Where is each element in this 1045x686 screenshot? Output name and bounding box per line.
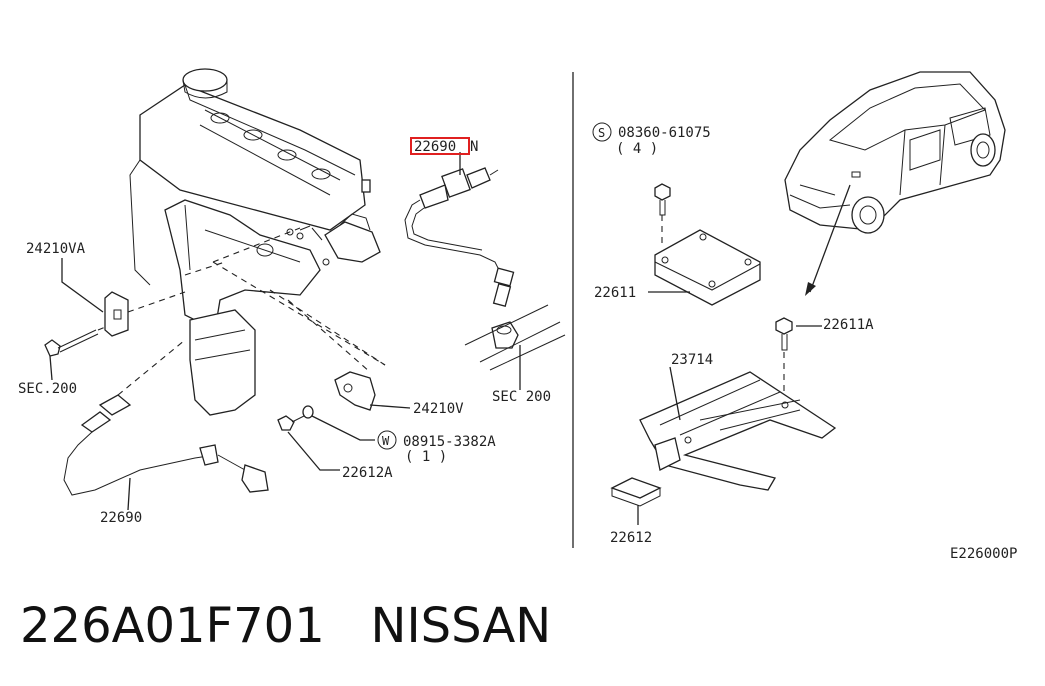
bracket-24210va [44,258,186,381]
label-22611: 22611 [594,285,636,301]
label-22690-left: 22690 [100,510,142,526]
engine-illustration [129,68,381,416]
screw-08360 [654,183,671,248]
label-24210va: 24210VA [26,241,86,257]
highlight-box [410,137,470,155]
label-22690-highlight: 22690 [414,139,456,155]
bracket-23714 [610,366,837,507]
o2-sensor-22690n [404,152,515,308]
screw-code: S [598,126,605,140]
screw-part-number: 08360-61075 [618,125,711,141]
washer-code: W [382,434,390,448]
footer-part-info: 226A01F701 NISSAN [20,598,551,654]
label-24210v: 24210V [413,401,464,417]
diagram-id: E226000P [950,546,1017,562]
screw-code-circle [592,122,612,142]
label-22612a: 22612A [342,465,393,481]
o2-sensor-22690-left [63,339,269,511]
washer-and-bolt-22612a [277,405,375,471]
label-sec200-mid: SEC 200 [492,389,551,405]
part-number: 226A01F701 [20,598,325,654]
sec200-pipe [464,304,566,390]
washer-part-number: 08915-3382A [403,434,496,450]
bolt-22611a [775,317,822,398]
location-arrow [805,184,851,296]
label-23714: 23714 [671,352,713,368]
label-22612: 22612 [610,530,652,546]
washer-code-circle [377,430,397,450]
ecm-22611 [648,229,761,306]
label-sec200-left: SEC.200 [18,381,77,397]
screw-quantity: ( 4 ) [616,141,658,157]
label-22690n-suffix: N [470,139,478,155]
brand-name: NISSAN [370,598,552,654]
label-22611a: 22611A [823,317,874,333]
car-illustration [784,71,1006,234]
washer-quantity: ( 1 ) [405,449,447,465]
bracket-24210v [334,371,411,411]
